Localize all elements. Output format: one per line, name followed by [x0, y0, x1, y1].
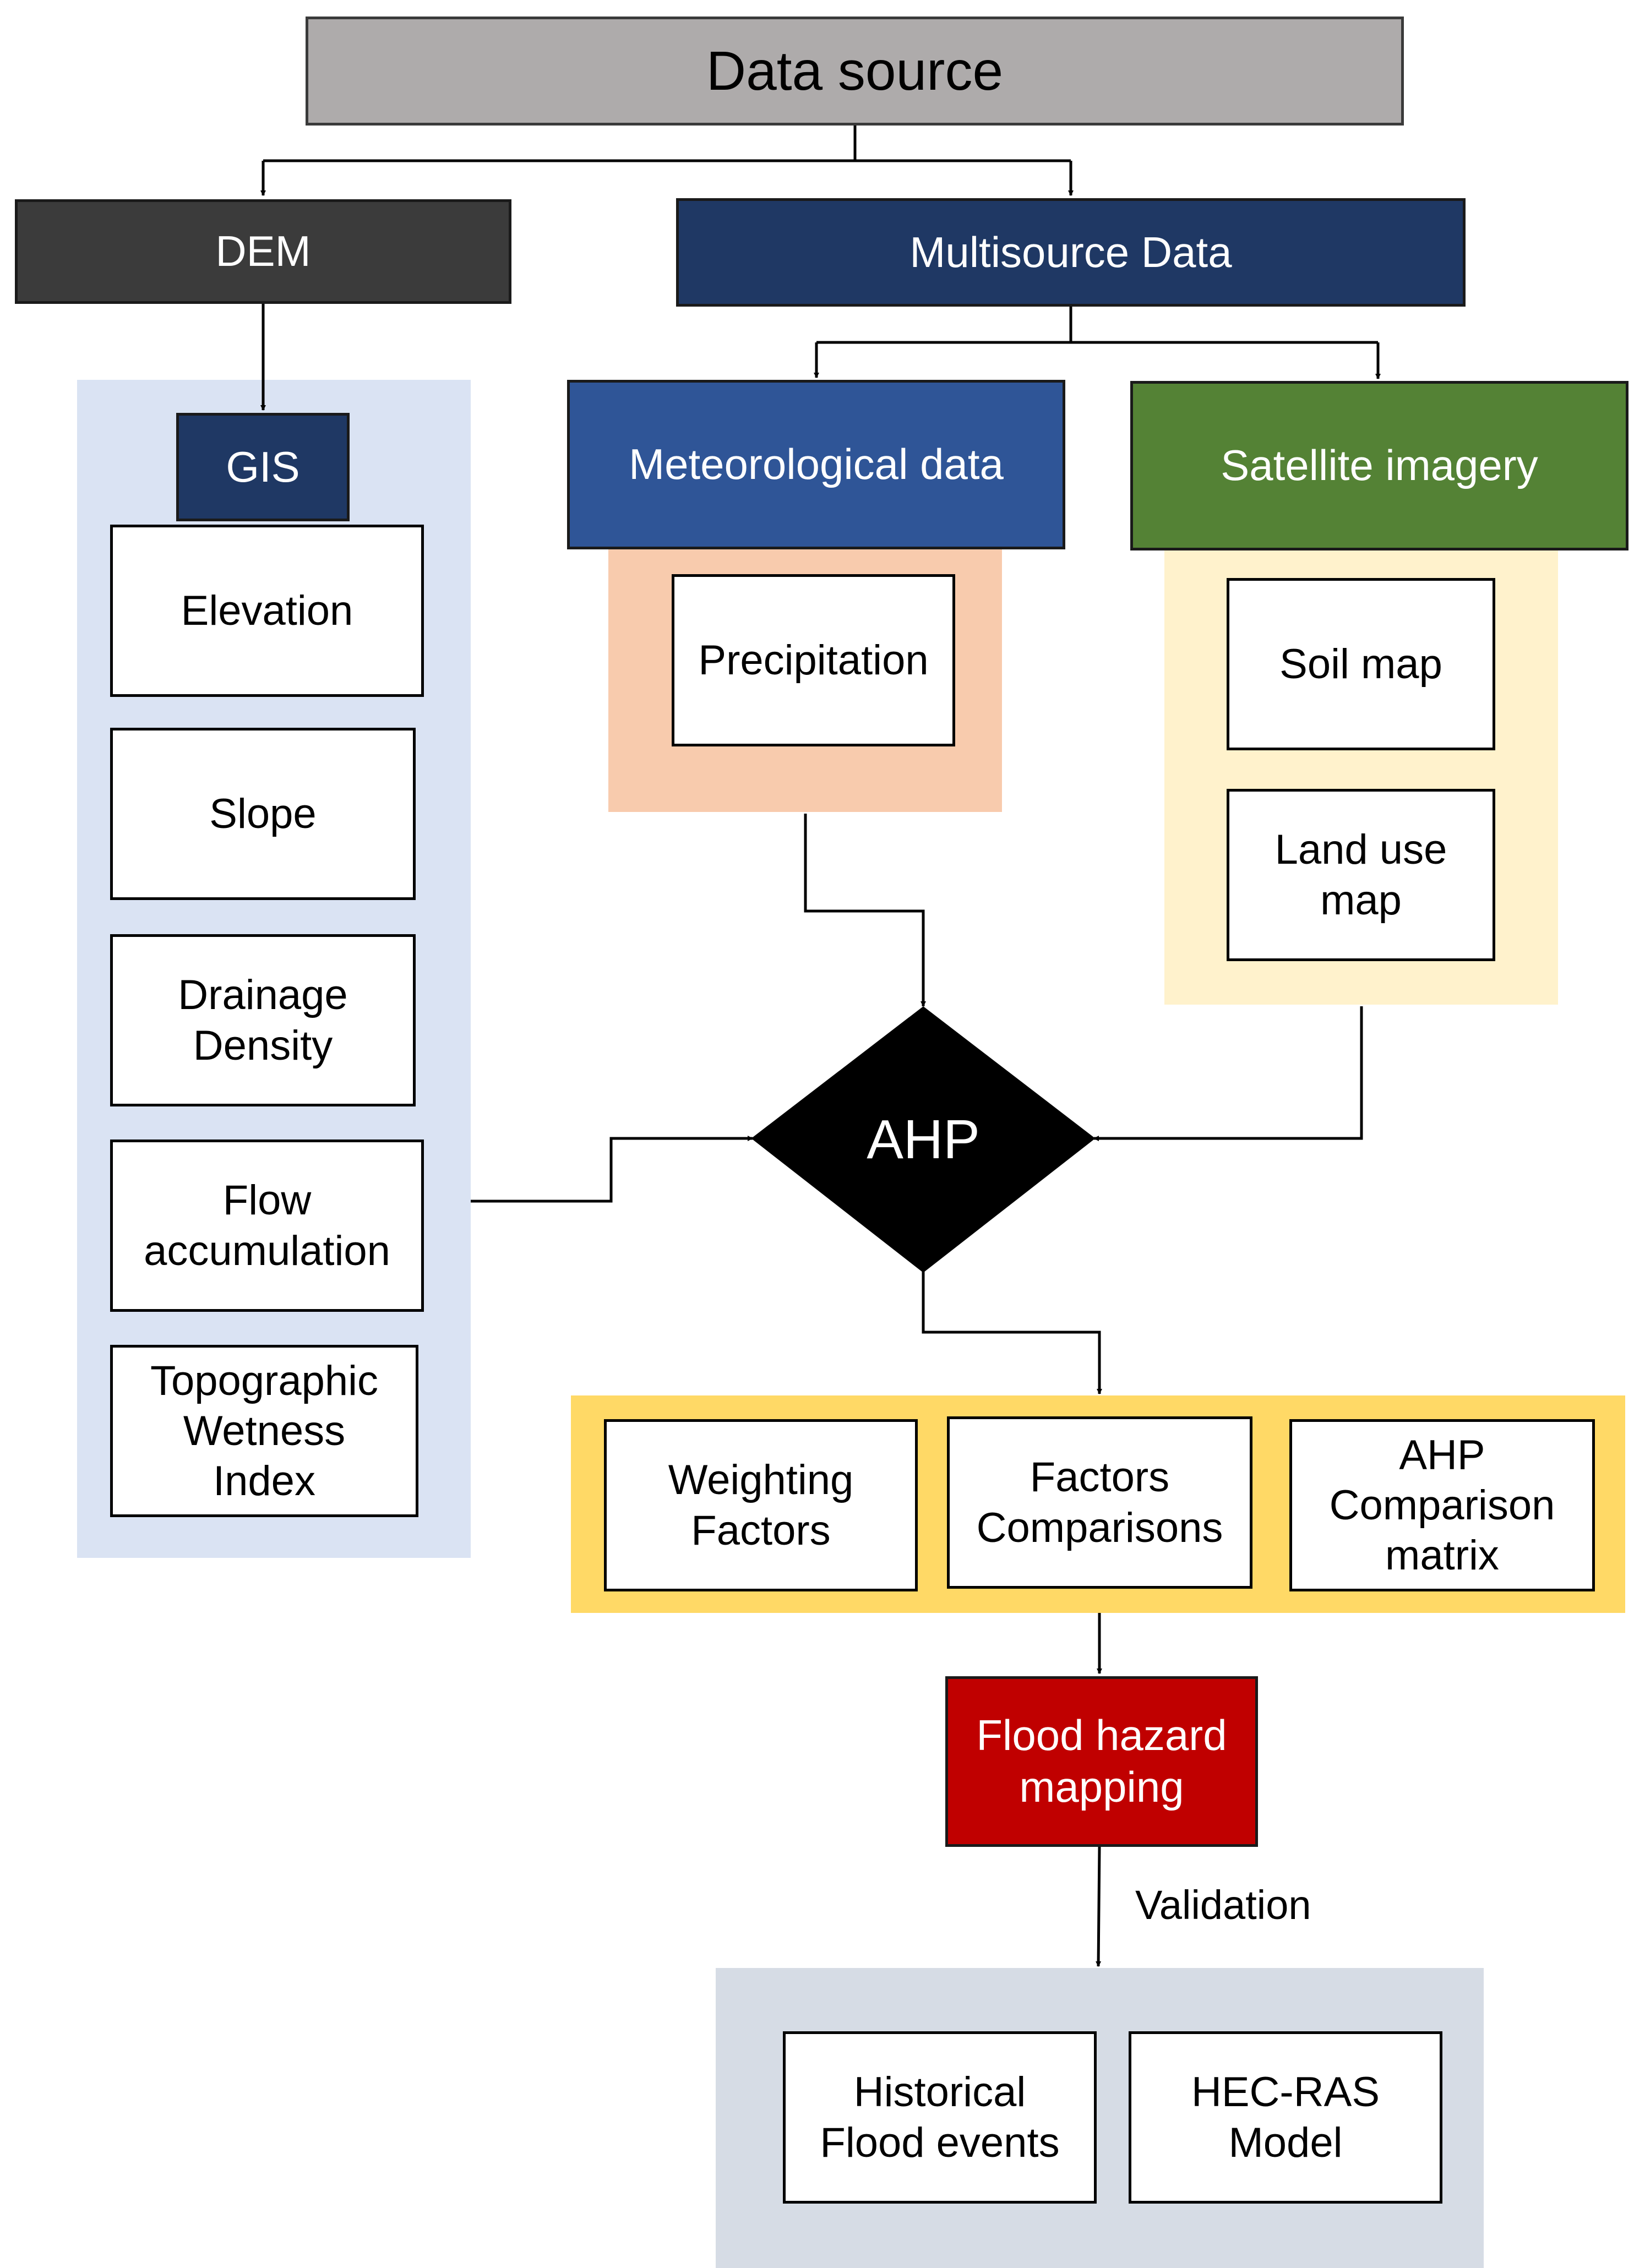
multisource-node: Multisource Data [676, 198, 1466, 307]
edge-precipitation-ahp [804, 814, 926, 1007]
hec-ras-node: HEC-RAS Model [1129, 2031, 1442, 2204]
edge-datasource-split [263, 126, 1071, 162]
flood-hazard-node: Flood hazard mapping [945, 1676, 1258, 1847]
soil-map-label: Soil map [1279, 640, 1442, 688]
edge-flood-validation [1096, 1846, 1102, 1967]
meteorological-node: Meteorological data [567, 380, 1065, 549]
precipitation-node: Precipitation [672, 574, 955, 746]
factors-comparisons-label: Factors Comparisons [976, 1454, 1223, 1551]
edge-ahp-factors [922, 1272, 1102, 1394]
gis-label: GIS [226, 442, 300, 491]
ahp-node: AHP [753, 1007, 1094, 1272]
ahp-diamond [751, 1006, 1096, 1273]
dem-label: DEM [215, 227, 311, 276]
slope-label: Slope [209, 790, 317, 837]
ahp-matrix-label: AHP Comparison matrix [1329, 1431, 1555, 1579]
soil-map-node: Soil map [1227, 578, 1495, 750]
ahp-label: AHP [867, 1109, 980, 1170]
multisource-label: Multisource Data [909, 227, 1232, 276]
edge-gis-ahp [471, 1136, 753, 1203]
land-use-map-label: Land use map [1274, 826, 1447, 924]
weighting-factors-node: Weighting Factors [604, 1419, 918, 1591]
satellite-label: Satellite imagery [1221, 441, 1538, 490]
historical-flood-node: Historical Flood events [783, 2031, 1097, 2204]
edge-multisource-split [816, 307, 1378, 344]
drainage-density-label: Drainage Density [178, 972, 348, 1069]
data-source-label: Data source [706, 40, 1004, 102]
ahp-matrix-node: AHP Comparison matrix [1289, 1419, 1595, 1591]
drainage-density-node: Drainage Density [110, 934, 416, 1106]
data-source-node: Data source [306, 17, 1404, 126]
precipitation-label: Precipitation [698, 636, 929, 684]
satellite-node: Satellite imagery [1130, 381, 1628, 550]
factors-comparisons-node: Factors Comparisons [947, 1416, 1252, 1589]
twi-node: Topographic Wetness Index [110, 1345, 418, 1517]
flow-accumulation-node: Flow accumulation [110, 1140, 424, 1312]
slope-node: Slope [110, 728, 416, 900]
elevation-label: Elevation [181, 587, 353, 634]
flow-accumulation-label: Flow accumulation [144, 1177, 390, 1274]
flood-hazard-label: Flood hazard mapping [976, 1711, 1227, 1811]
land-use-map-node: Land use map [1227, 789, 1495, 961]
gis-node: GIS [176, 413, 350, 521]
meteorological-label: Meteorological data [629, 440, 1004, 489]
edge-satellite-ahp [1093, 1006, 1363, 1141]
historical-flood-label: Historical Flood events [820, 2069, 1060, 2166]
twi-label: Topographic Wetness Index [150, 1357, 379, 1505]
dem-node: DEM [15, 199, 511, 304]
elevation-node: Elevation [110, 525, 424, 697]
weighting-factors-label: Weighting Factors [668, 1457, 854, 1554]
validation-edge-label: Validation [1135, 1882, 1311, 1928]
hec-ras-label: HEC-RAS Model [1191, 2069, 1380, 2166]
